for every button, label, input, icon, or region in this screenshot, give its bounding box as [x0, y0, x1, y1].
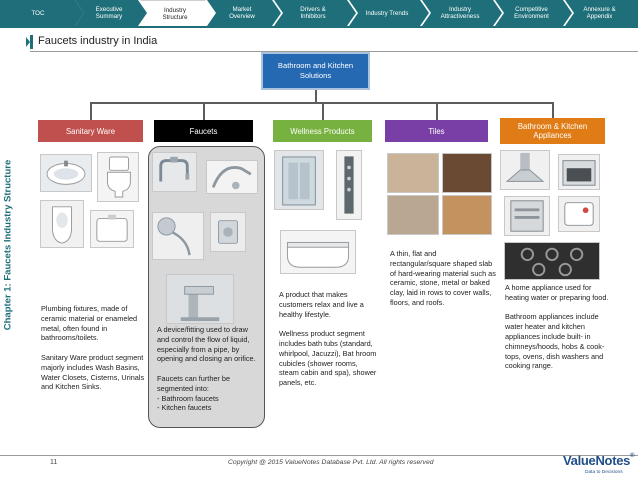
tab-industry-structure[interactable]: Industry Structure	[140, 0, 214, 26]
gas-hob-image	[504, 242, 600, 280]
page-title: Faucets industry in India	[38, 35, 158, 47]
tab-label: Drivers & Inhibitors	[300, 6, 326, 20]
tab-label: Industry Trends	[365, 9, 409, 17]
tab-market-overview[interactable]: Market Overview	[207, 0, 281, 26]
wellness-products-description: A product that makes customers relax and…	[279, 290, 377, 388]
tab-industry-attractiveness[interactable]: Industry Attractiveness	[422, 0, 502, 26]
bath-tub-image	[280, 230, 356, 274]
kitchen-tap-image	[206, 160, 258, 194]
logo-tagline: Data to Decisions	[585, 470, 623, 475]
top-navigation: TOC Executive Summary Industry Structure…	[0, 0, 638, 26]
tile-brown-image	[442, 153, 492, 193]
tab-competitive-environment[interactable]: Competitive Environment	[495, 0, 572, 26]
chapter-label: Chapter 1: Faucets Industry Structure	[1, 145, 15, 345]
tile-beige-image	[387, 153, 439, 193]
dishwasher-image	[504, 196, 550, 236]
root-node: Bathroom and Kitchen Solutions	[261, 52, 370, 90]
category-sanitary-ware: Sanitary Ware	[38, 120, 143, 142]
logo-registered-mark: ®	[630, 453, 635, 459]
toilet-image	[97, 152, 139, 202]
tab-annexure-appendix[interactable]: Annexure & Appendix	[565, 0, 638, 26]
logo-wordmark: ValueNotes®	[563, 453, 635, 468]
connector-trunk	[315, 90, 317, 103]
logo-word-text: ValueNotes	[563, 453, 631, 468]
nav-divider	[0, 26, 638, 28]
category-faucets: Faucets	[154, 120, 253, 142]
copyright-notice: Copyright @ 2015 ValueNotes Database Pvt…	[228, 459, 434, 466]
sanitary-ware-description: Plumbing fixtures, made of ceramic mater…	[41, 304, 145, 392]
cistern-image	[90, 210, 134, 248]
basin-mixer-image	[166, 274, 234, 324]
heading-marker	[30, 35, 33, 49]
tab-drivers-inhibitors[interactable]: Drivers & Inhibitors	[274, 0, 356, 26]
tile-tan-image	[442, 195, 492, 235]
shower-panel-image	[336, 150, 362, 220]
wall-faucet-image	[152, 152, 197, 192]
diverter-image	[210, 212, 246, 252]
tiles-description: A thin, flat and rectangular/square shap…	[390, 249, 496, 307]
footer-divider	[0, 455, 638, 456]
heading-arrow-icon	[26, 37, 30, 47]
tile-grey-image	[387, 195, 439, 235]
category-label: Bathroom & Kitchen Appliances	[517, 122, 588, 140]
appliances-description: A home appliance used for heating water …	[505, 283, 609, 371]
category-label: Wellness Products	[290, 126, 355, 136]
shower-cabin-image	[274, 150, 324, 210]
category-tiles: Tiles	[385, 120, 488, 142]
tab-label: Executive Summary	[95, 6, 123, 20]
category-label: Sanitary Ware	[65, 126, 116, 136]
tab-label: TOC	[31, 9, 45, 17]
tab-label: Industry Attractiveness	[440, 6, 480, 20]
category-label: Tiles	[428, 126, 445, 136]
valuenotes-logo: ValueNotes® Data to Decisions	[555, 453, 635, 479]
tab-label: Industry Structure	[162, 6, 188, 21]
chimney-image	[500, 150, 550, 190]
water-heater-image	[558, 196, 600, 232]
connector-appliances	[552, 102, 554, 118]
chapter-label-text: Chapter 1: Faucets Industry Structure	[2, 159, 14, 331]
page-number: 11	[50, 459, 58, 466]
oven-image	[558, 154, 600, 190]
urinal-image	[40, 200, 84, 248]
tab-executive-summary[interactable]: Executive Summary	[75, 0, 147, 26]
root-node-label: Bathroom and Kitchen Solutions	[277, 61, 354, 80]
tab-toc[interactable]: TOC	[0, 0, 84, 26]
category-label: Faucets	[189, 126, 218, 136]
connector-tiles	[436, 102, 438, 120]
connector-faucets	[203, 102, 205, 120]
tab-label: Market Overview	[229, 6, 255, 20]
connector-wellness	[322, 102, 324, 120]
tab-label: Annexure & Appendix	[583, 6, 616, 20]
shower-set-image	[152, 212, 204, 260]
tab-label: Competitive Environment	[514, 6, 549, 20]
connector-sanitary	[90, 102, 92, 120]
category-bathroom-kitchen-appliances: Bathroom & Kitchen Appliances	[500, 118, 605, 144]
connector-bar	[90, 102, 553, 104]
wash-basin-image	[40, 154, 92, 192]
faucets-description: A device/fitting used to draw and contro…	[157, 325, 256, 413]
tab-industry-trends[interactable]: Industry Trends	[349, 0, 429, 26]
title-divider	[30, 51, 638, 52]
category-wellness-products: Wellness Products	[273, 120, 372, 142]
